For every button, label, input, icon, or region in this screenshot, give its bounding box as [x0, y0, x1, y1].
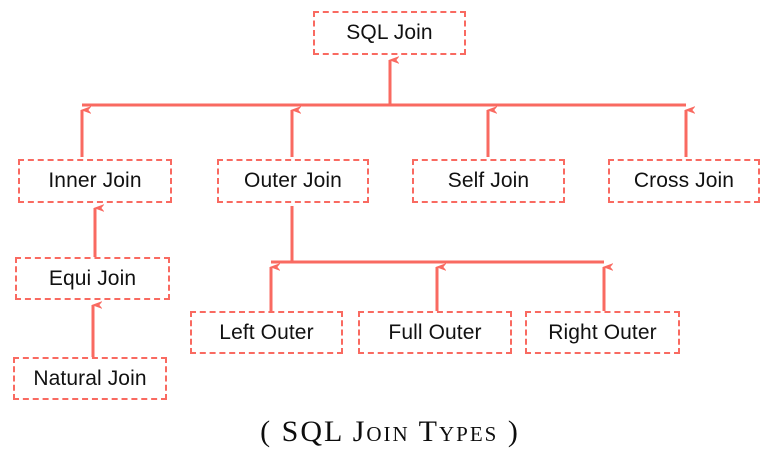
- node-cross-join-label: Cross Join: [633, 169, 735, 192]
- node-left-outer[interactable]: Left Outer: [190, 311, 343, 354]
- node-natural-join-label: Natural Join: [33, 366, 147, 390]
- node-self-join[interactable]: Self Join: [412, 159, 565, 203]
- node-right-outer[interactable]: Right Outer: [525, 311, 680, 354]
- node-full-outer[interactable]: Full Outer: [358, 311, 512, 354]
- node-outer-join[interactable]: Outer Join: [217, 159, 369, 203]
- node-inner-join[interactable]: Inner Join: [18, 159, 172, 203]
- node-natural-join[interactable]: Natural Join: [13, 357, 167, 400]
- node-inner-join-label: Inner Join: [48, 169, 142, 192]
- node-full-outer-label: Full Outer: [388, 320, 482, 344]
- node-right-outer-label: Right Outer: [548, 320, 657, 344]
- node-self-join-label: Self Join: [447, 169, 530, 192]
- node-equi-join[interactable]: Equi Join: [15, 257, 170, 300]
- node-outer-join-label: Outer Join: [244, 169, 342, 192]
- node-sql-join-label: SQL Join: [346, 21, 433, 44]
- node-sql-join[interactable]: SQL Join: [313, 11, 466, 55]
- node-equi-join-label: Equi Join: [48, 266, 137, 290]
- diagram-caption: ( SQL Join Types ): [260, 415, 520, 448]
- node-cross-join[interactable]: Cross Join: [608, 159, 760, 203]
- node-left-outer-label: Left Outer: [219, 320, 314, 344]
